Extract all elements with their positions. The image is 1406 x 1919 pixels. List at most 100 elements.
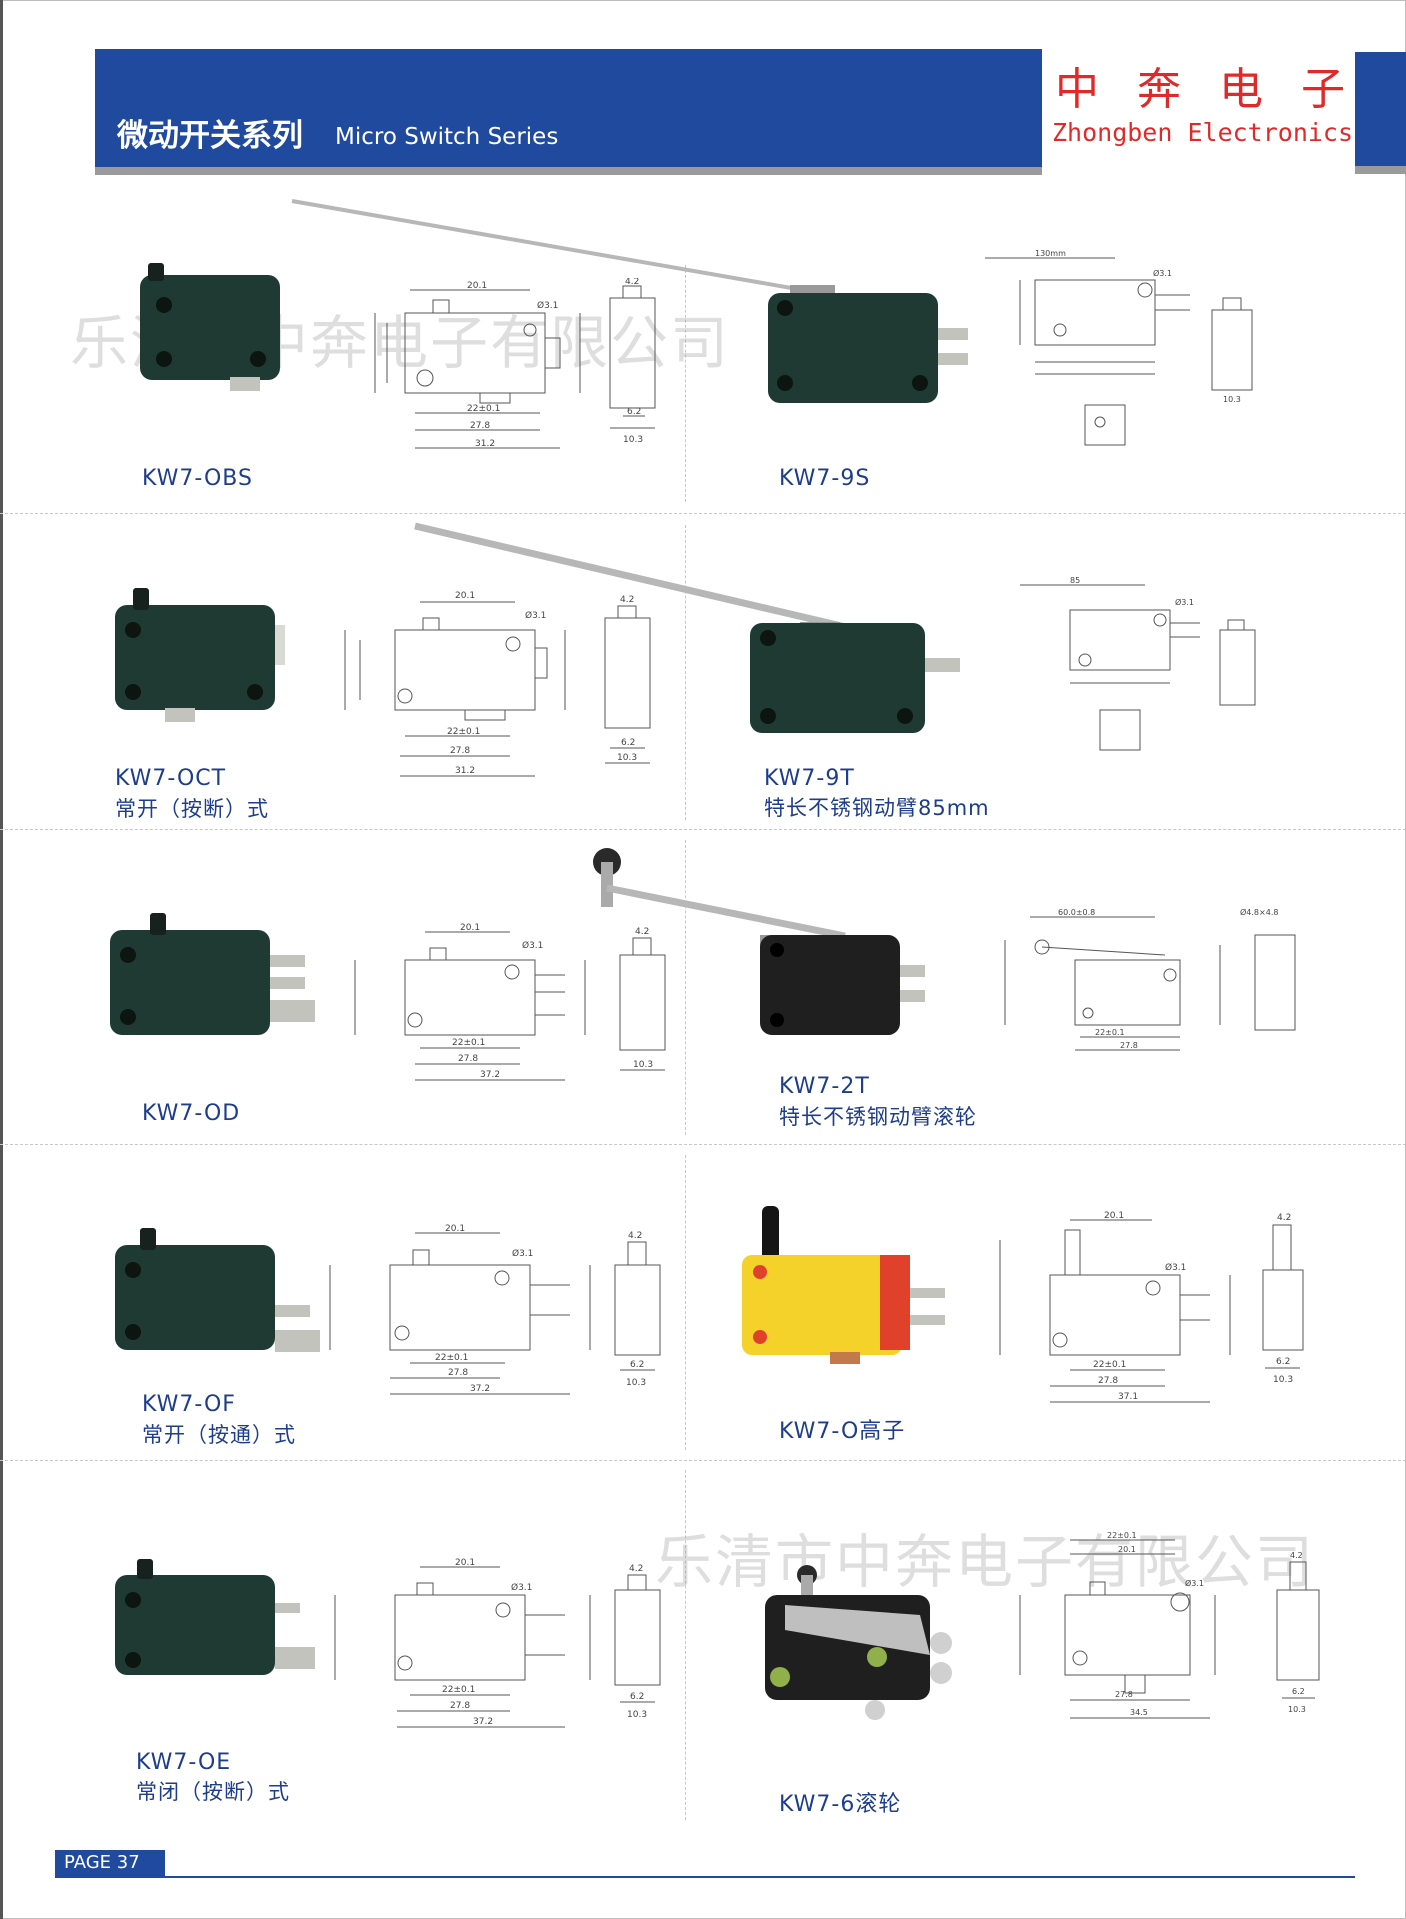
- dim-label: 10.3: [633, 1060, 653, 1070]
- dim-label: 10.3: [1223, 395, 1241, 404]
- dim-label: 27.8: [448, 1368, 468, 1378]
- dim-label: 27.8: [450, 746, 470, 756]
- dim-label: 20.1: [1118, 1545, 1136, 1554]
- dim-label: 4.2: [1277, 1213, 1291, 1223]
- watermark-text: 乐清市中奔电子有限公司: [655, 1528, 1316, 1596]
- dim-label: 85: [1070, 576, 1080, 585]
- switch-photo-oe: [115, 1555, 315, 1689]
- dimension-drawing-9t: 85 Ø3.1: [1015, 575, 1275, 759]
- dim-label: Ø3.1: [1175, 597, 1194, 607]
- page-title-en: Micro Switch Series: [335, 124, 559, 150]
- dimension-drawing-o-tall: 20.1 Ø3.1 22±0.1 27.8 37.1 4.2 6.2 10.3: [980, 1210, 1320, 1414]
- row-divider: [0, 1460, 1406, 1461]
- dim-label: Ø3.1: [1165, 1262, 1186, 1273]
- dim-label: 37.2: [470, 1384, 490, 1394]
- dim-label: 20.1: [455, 1558, 475, 1568]
- dimension-drawing-oct: 20.1 Ø3.1 22±0.1 27.8 31.2 4.2 6.2 10.3: [325, 588, 675, 792]
- dim-label: 4.2: [628, 1231, 642, 1241]
- dim-label: Ø3.1: [511, 1582, 532, 1593]
- column-divider: [685, 1470, 686, 1820]
- model-description: 特长不锈钢动臂85mm: [764, 796, 990, 820]
- dim-label: 20.1: [1104, 1211, 1124, 1221]
- dim-label: 10.3: [623, 435, 643, 445]
- dimension-drawing-2t: 60.0±0.8 Ø4.8×4.8 22±0.1 27.8: [980, 905, 1320, 1059]
- model-label: KW7-O高子: [779, 1419, 906, 1444]
- model-label: KW7-6滚轮: [779, 1792, 902, 1817]
- dim-label: 6.2: [1276, 1357, 1290, 1367]
- dim-label: 10.3: [1273, 1375, 1293, 1385]
- dimension-drawing-of: 20.1 Ø3.1 22±0.1 27.8 37.2 4.2 6.2 10.3: [320, 1220, 680, 1404]
- column-divider: [685, 840, 686, 1135]
- dim-label: 10.3: [626, 1378, 646, 1388]
- dim-label: 4.2: [620, 595, 634, 605]
- dim-label: 6.2: [630, 1360, 644, 1370]
- row-divider: [0, 829, 1406, 830]
- brand-name-en: Zhongben Electronics: [1052, 118, 1354, 147]
- switch-photo-of: [115, 1220, 325, 1374]
- row-divider: [0, 513, 1406, 514]
- header-band-shadow: [95, 167, 1042, 175]
- dim-label: 31.2: [455, 766, 475, 776]
- dim-label: 6.2: [630, 1692, 644, 1702]
- model-label: KW7-OCT: [115, 766, 227, 791]
- header-band-right: [1355, 52, 1406, 166]
- dimension-drawing-obs: 20.1 Ø3.1 22±0.1 27.8 31.2 4.2 6.2 10.3: [355, 277, 675, 472]
- dim-label: 22±0.1: [442, 1685, 475, 1695]
- model-label: KW7-2T: [779, 1074, 870, 1099]
- brand-name-cn: 中奔电子: [1055, 64, 1383, 115]
- dim-label: 37.1: [1118, 1392, 1138, 1402]
- dim-label: 27.8: [470, 421, 490, 431]
- switch-photo-9s: [290, 193, 980, 417]
- dim-label: 31.2: [475, 439, 495, 449]
- model-description: 常闭（按断）式: [136, 1780, 290, 1804]
- dim-label: 4.2: [629, 1564, 643, 1574]
- dim-label: Ø3.1: [1153, 268, 1172, 278]
- switch-photo-obs: [130, 255, 300, 399]
- dim-label: 4.2: [635, 927, 649, 937]
- dim-label: 34.5: [1130, 1708, 1148, 1717]
- column-divider: [685, 265, 686, 502]
- dim-label: 27.8: [458, 1054, 478, 1064]
- column-divider: [685, 1155, 686, 1450]
- dim-label: 22±0.1: [467, 404, 500, 414]
- dimension-drawing-od: 20.1 Ø3.1 22±0.1 27.8 37.2 4.2 10.3: [340, 920, 680, 1094]
- dim-label: 10.3: [1288, 1705, 1306, 1714]
- dim-label: 37.2: [480, 1070, 500, 1080]
- model-label: KW7-OBS: [142, 466, 253, 491]
- dim-label: 22±0.1: [1095, 1028, 1125, 1037]
- switch-photo-6-roller: [745, 1555, 965, 1734]
- dim-label: 20.1: [445, 1224, 465, 1234]
- dim-label: 22±0.1: [447, 727, 480, 737]
- model-label: KW7-OF: [142, 1392, 236, 1417]
- dim-label: 4.2: [625, 278, 639, 287]
- dim-label: Ø3.1: [512, 1248, 533, 1259]
- dim-label: 22±0.1: [1093, 1360, 1126, 1370]
- dim-label: Ø4.8×4.8: [1240, 907, 1278, 917]
- dim-label: 27.8: [450, 1701, 470, 1711]
- dim-label: 6.2: [1292, 1687, 1305, 1696]
- dim-label: 27.8: [1115, 1690, 1133, 1699]
- dim-label: 10.3: [627, 1710, 647, 1720]
- model-description: 常开（按通）式: [142, 1423, 296, 1447]
- dim-label: 37.2: [473, 1717, 493, 1727]
- dimension-drawing-6-roller: 22±0.1 20.1 Ø3.1 27.8 34.5 4.2 6.2 10.3: [1000, 1530, 1330, 1734]
- footer-rule: [55, 1876, 1355, 1878]
- dim-label: 22±0.1: [1107, 1531, 1137, 1540]
- model-label: KW7-9S: [779, 466, 871, 491]
- switch-photo-2t: [585, 840, 925, 1054]
- dimension-drawing-9s: 130mm Ø3.1 10.3: [975, 249, 1285, 454]
- model-description: 常开（按断）式: [115, 797, 269, 821]
- switch-photo-9t: [410, 518, 970, 742]
- dim-label: 130mm: [1035, 250, 1066, 258]
- dim-label: 22±0.1: [452, 1038, 485, 1048]
- dim-label: 20.1: [460, 923, 480, 933]
- left-edge: [0, 0, 3, 1919]
- header-band-right-shadow: [1355, 166, 1406, 174]
- dim-label: 22±0.1: [435, 1353, 468, 1363]
- dim-label: 4.2: [1290, 1551, 1303, 1560]
- dimension-drawing-oe: 20.1 Ø3.1 22±0.1 27.8 37.2 4.2 6.2 10.3: [325, 1555, 675, 1739]
- dim-label: 20.1: [467, 281, 487, 291]
- model-label: KW7-9T: [764, 766, 855, 791]
- dim-label: 10.3: [617, 753, 637, 763]
- switch-photo-oct: [115, 580, 295, 734]
